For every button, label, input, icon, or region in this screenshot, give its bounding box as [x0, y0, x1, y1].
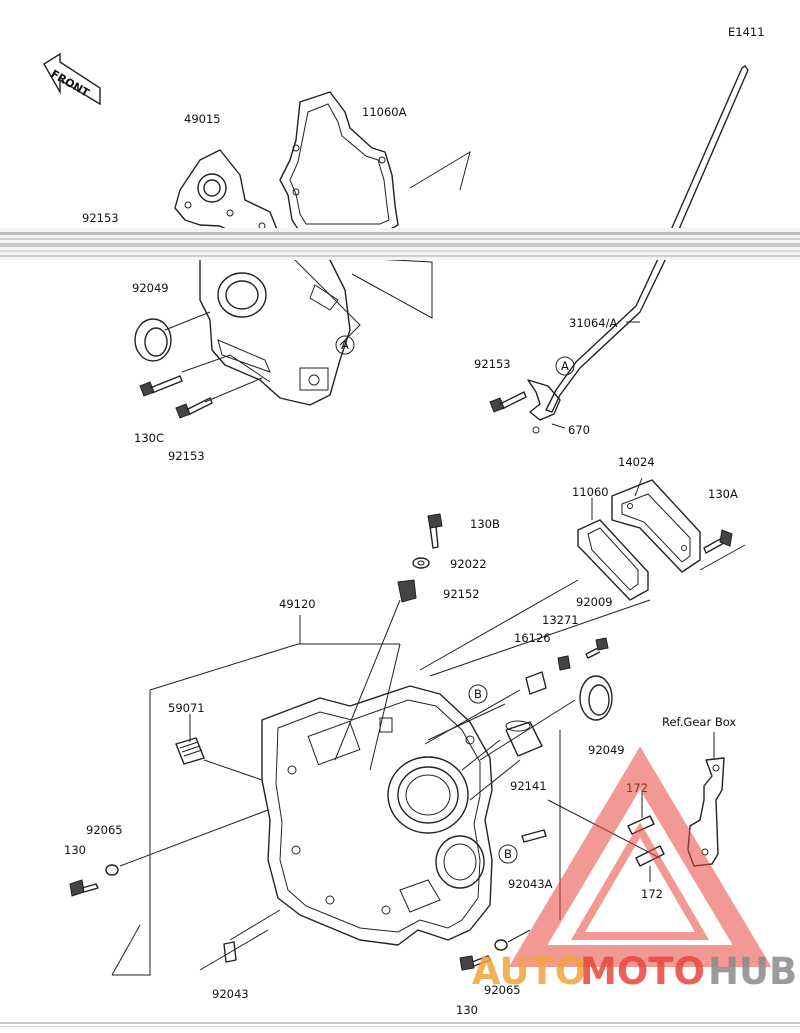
label-59071: 59071 [168, 701, 205, 715]
watermark-word-moto: MOTO [580, 950, 705, 993]
label-49015: 49015 [184, 112, 221, 126]
front-arrow-icon: FRONT [43, 52, 101, 106]
bolt-130-bottom [459, 955, 491, 971]
bolt-130B [427, 513, 443, 549]
washer-92065-bottom [494, 939, 508, 951]
scan-noise-band [0, 228, 800, 260]
watermark-triangle [508, 746, 772, 967]
callout-a-top-label: A [341, 338, 349, 352]
label-92065-left: 92065 [86, 823, 123, 837]
bolt-92153-mid [175, 397, 213, 419]
oil-seal-92049-low [579, 675, 613, 721]
label-130-bottom: 130 [456, 1003, 478, 1017]
pin-92043 [223, 941, 237, 963]
bolt-130C [139, 375, 183, 397]
callout-a-right [555, 356, 575, 376]
label-16126: 16126 [514, 631, 551, 645]
callout-b-low-label: B [504, 847, 512, 861]
upper-crankcase [199, 245, 351, 406]
watermark-logo [508, 746, 772, 967]
gasket-11060A [279, 91, 399, 233]
dowel-16126 [525, 671, 547, 695]
label-92141: 92141 [510, 779, 547, 793]
label-670: 670 [568, 423, 590, 437]
bolt-130-left [69, 879, 99, 897]
bushing-92141 [505, 720, 543, 757]
nut-13271 [557, 655, 571, 671]
screw-92009 [585, 637, 609, 659]
label-92049-low: 92049 [588, 743, 625, 757]
label-92065-bottom: 92065 [484, 983, 521, 997]
label-130-left: 130 [64, 843, 86, 857]
label-92043: 92043 [212, 987, 249, 1001]
pin-92043A [521, 829, 547, 843]
label-92153-top: 92153 [82, 211, 119, 225]
crankcase-49120 [261, 685, 493, 946]
watermark-text: AUTO MOTO HUB [472, 950, 797, 993]
callout-b-low [498, 844, 518, 864]
gasket-11060 [577, 519, 649, 601]
label-49120: 49120 [279, 597, 316, 611]
callout-b-top-label: B [474, 687, 482, 701]
scan-noise-bottom [0, 1022, 800, 1027]
label-92022: 92022 [450, 557, 487, 571]
watermark-word-hub: HUB [708, 950, 797, 993]
label-92009: 92009 [576, 595, 613, 609]
oil-seal-92049-top [134, 318, 172, 362]
label-13271: 13271 [542, 613, 579, 627]
washer-92022 [412, 557, 430, 569]
label-130C: 130C [134, 431, 164, 445]
cover-14024 [611, 479, 701, 573]
label-130B: 130B [470, 517, 500, 531]
callout-b-top [468, 684, 488, 704]
label-92043A: 92043A [508, 877, 553, 891]
filter-59071 [175, 737, 205, 765]
washer-92065-left [105, 864, 119, 876]
ref-gear-box-note: Ref.Gear Box [662, 715, 736, 729]
label-14024: 14024 [618, 455, 655, 469]
label-11060A: 11060A [362, 105, 407, 119]
label-92153-right: 92153 [474, 357, 511, 371]
label-92153-mid: 92153 [168, 449, 205, 463]
callout-a-right-label: A [561, 359, 569, 373]
stud-172-top [627, 815, 655, 835]
bolt-92153-right [489, 391, 527, 413]
label-31064A: 31064/A [569, 316, 617, 330]
callout-a-top [335, 335, 355, 355]
label-172-bottom: 172 [641, 887, 663, 901]
cap-92152 [397, 579, 417, 603]
dipstick-31064A [527, 65, 749, 434]
timing-cover-49015 [174, 149, 279, 241]
watermark-word-auto: AUTO [472, 950, 586, 993]
label-130A: 130A [708, 487, 738, 501]
label-92049-top: 92049 [132, 281, 169, 295]
label-11060: 11060 [572, 485, 609, 499]
diagram-code: E1411 [728, 25, 765, 39]
bolt-130A [703, 529, 733, 554]
label-92152: 92152 [443, 587, 480, 601]
